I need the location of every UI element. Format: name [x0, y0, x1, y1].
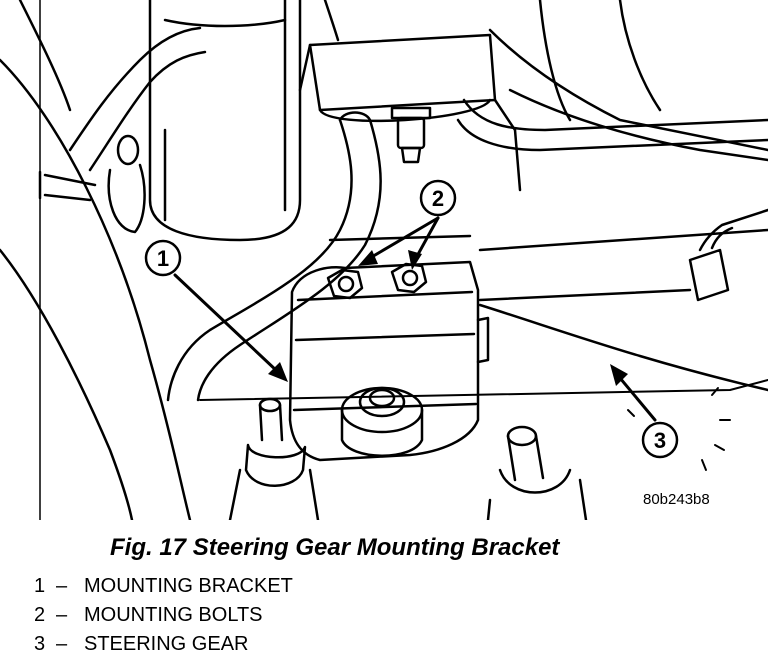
arrowheads [268, 250, 628, 386]
legend-label: MOUNTING BOLTS [84, 604, 263, 626]
legend-dash: – [56, 575, 68, 597]
lower-left-fitting [228, 397, 320, 520]
callout-1-number: 1 [157, 246, 169, 271]
callout-3: 3 [641, 421, 679, 459]
mounting-bolt-right [390, 262, 428, 294]
callout-3-number: 3 [654, 428, 666, 453]
figure-ref-code: 80b243b8 [643, 491, 710, 508]
legend-number: 3 [34, 633, 46, 655]
right-line-fitting [688, 208, 768, 302]
detail-marks [627, 387, 731, 471]
steering-column [148, 0, 302, 242]
callout-1: 1 [144, 239, 182, 277]
figure-caption: Fig. 17 Steering Gear Mounting Bracket [110, 534, 560, 561]
legend-item: 1–MOUNTING BRACKET [34, 572, 293, 601]
pressure-hose [166, 98, 768, 402]
callout-2-number: 2 [432, 186, 444, 211]
legend-label: STEERING GEAR [84, 633, 249, 655]
lower-right-fitting [486, 425, 588, 520]
left-hose-fitting [38, 26, 207, 234]
legend-number: 1 [34, 575, 46, 597]
legend-item: 2–MOUNTING BOLTS [34, 601, 293, 630]
technical-illustration: 1 2 3 80b243b8 [0, 0, 768, 520]
center-boss [340, 386, 424, 457]
callout-2: 2 [419, 179, 457, 217]
frame-background [0, 0, 768, 520]
legend-item: 3–STEERING GEAR [34, 630, 293, 659]
callout-leaders [173, 216, 657, 422]
legend-dash: – [56, 633, 68, 655]
legend-dash: – [56, 604, 68, 626]
upper-mount-block [298, 33, 522, 192]
mounting-bolt-left [326, 268, 364, 300]
legend-label: MOUNTING BRACKET [84, 575, 293, 597]
legend: 1–MOUNTING BRACKET 2–MOUNTING BOLTS 3–ST… [34, 572, 293, 659]
legend-number: 2 [34, 604, 46, 626]
